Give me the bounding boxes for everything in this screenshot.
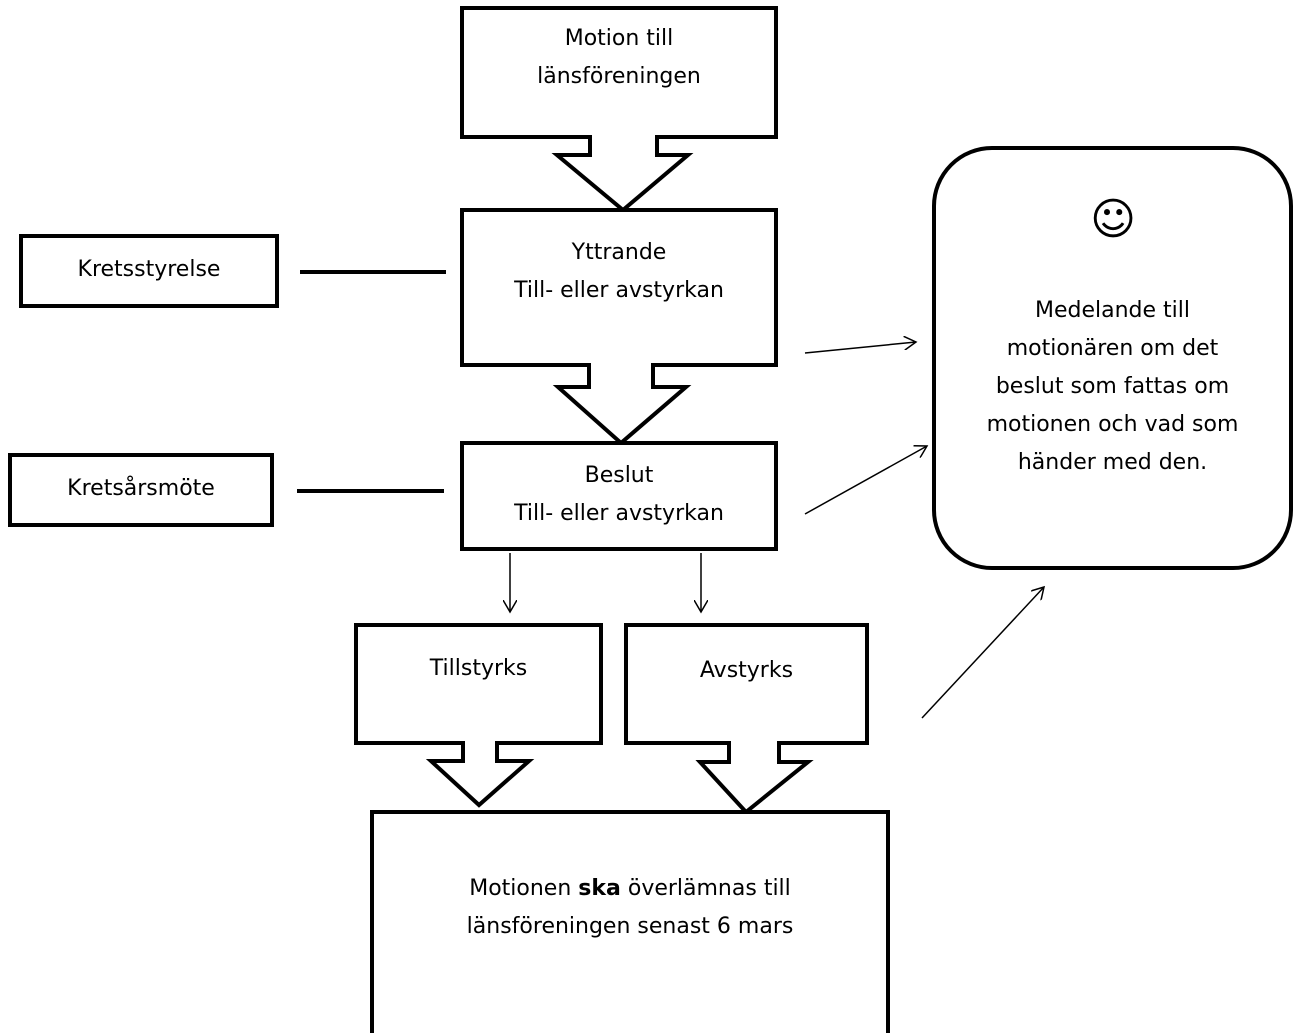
avstyrks-text: Avstyrks	[699, 658, 794, 683]
kretsstyrelse-box-shape	[19, 234, 279, 308]
final-emphasis: ska	[578, 876, 621, 901]
motion-box-shape	[460, 6, 778, 213]
yttrande-line-1: Yttrande	[571, 240, 667, 265]
message-line-2: motionären om det	[1006, 336, 1219, 361]
yttrande-box-label: Yttrande Till- eller avstyrkan	[462, 234, 776, 310]
message-box-label: Medelande till motionären om det beslut …	[934, 292, 1291, 482]
motion-line-1: Motion till	[564, 26, 674, 51]
avstyrks-box-shape	[624, 623, 869, 815]
kretsarsmote-label: Kretsårsmöte	[10, 470, 272, 508]
message-line-3: beslut som fattas om	[995, 374, 1230, 399]
final-line-1-pre: Motionen	[469, 876, 579, 901]
kretsarsmote-box-shape	[8, 453, 274, 527]
smiley-icon: ☺	[1090, 194, 1136, 245]
final-line-1-post: överlämnas till	[620, 876, 791, 901]
tillstyrks-label: Tillstyrks	[356, 650, 601, 688]
final-line-1: Motionen ska överlämnas till	[372, 870, 888, 908]
motion-box-label: Motion till länsföreningen	[462, 20, 776, 96]
arrow-avstyrks-to-message	[921, 587, 1044, 719]
kretsarsmote-text: Kretsårsmöte	[67, 476, 215, 501]
message-line-1: Medelande till	[1034, 298, 1190, 323]
yttrande-box-shape	[460, 208, 778, 446]
message-line-5: händer med den.	[1017, 450, 1208, 475]
beslut-box-shape	[460, 441, 778, 551]
beslut-line-2: Till- eller avstyrkan	[514, 501, 724, 526]
tillstyrks-box-shape	[354, 623, 603, 808]
motion-line-2: länsföreningen	[537, 64, 701, 89]
kretsstyrelse-label: Kretsstyrelse	[21, 251, 277, 289]
kretsstyrelse-text: Kretsstyrelse	[77, 257, 221, 282]
tillstyrks-text: Tillstyrks	[429, 656, 528, 681]
final-box-shape	[370, 810, 890, 1033]
avstyrks-label: Avstyrks	[626, 652, 867, 690]
message-line-4: motionen och vad som	[986, 412, 1239, 437]
final-box-label: Motionen ska överlämnas till länsförenin…	[372, 870, 888, 946]
final-line-2: länsföreningen senast 6 mars	[466, 914, 794, 939]
arrow-yttrande-to-message	[804, 342, 916, 354]
message-box-shape	[932, 146, 1293, 570]
beslut-box-label: Beslut Till- eller avstyrkan	[462, 457, 776, 533]
yttrande-line-2: Till- eller avstyrkan	[514, 278, 724, 303]
beslut-line-1: Beslut	[584, 463, 654, 488]
arrow-beslut-to-message	[804, 446, 927, 515]
